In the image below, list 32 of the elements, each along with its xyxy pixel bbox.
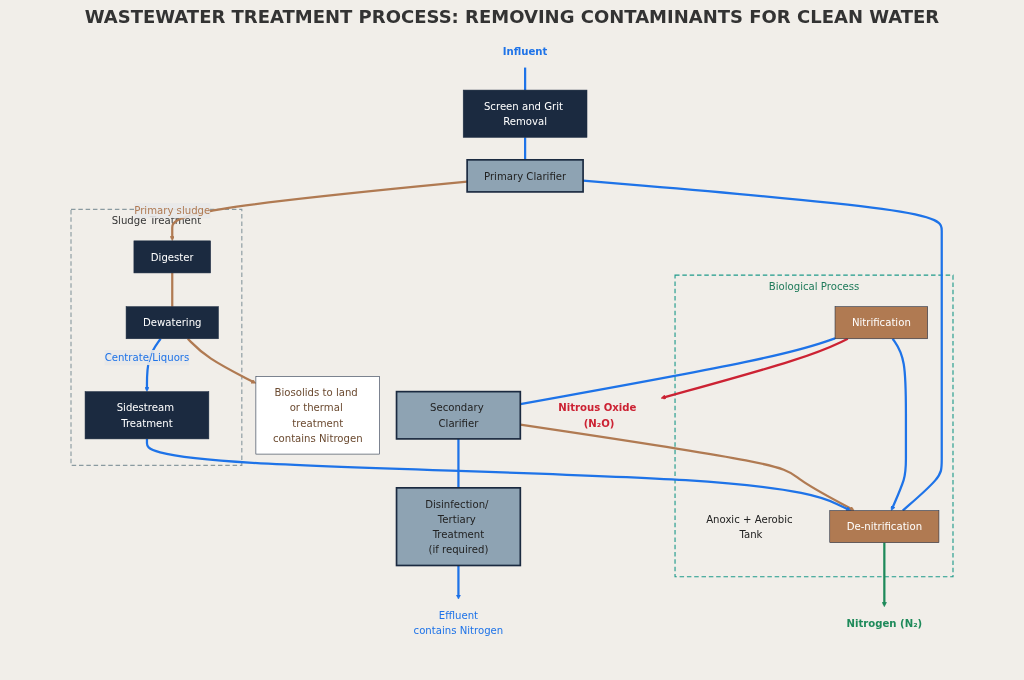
node-box: Digester [133,240,211,274]
connector [524,137,527,160]
node-box: Sidestream Treatment [84,391,210,440]
connector [524,67,527,91]
node-text: Nitrous Oxide (N₂O) [558,401,637,429]
arrow [660,337,849,400]
node-box: Primary Clarifier [466,159,584,193]
node-text: Effluent contains Nitrogen [413,609,504,637]
edge-label: Centrate/Liquors [104,351,190,364]
connector [520,337,836,406]
edge-label: Primary sludge [134,204,211,217]
diagram-title: WASTEWATER TREATMENT PROCESS: REMOVING CONTAMINANTS FOR CLEAN WATER [83,6,941,27]
arrow [520,423,855,511]
node-text: Nitrogen (N₂) [846,616,923,629]
arrow [881,542,887,608]
connector [171,272,174,307]
node-text: Anoxic + Aerobic Tank [706,513,793,541]
node-text: Influent [502,45,548,58]
arrow [145,438,852,511]
connector [583,179,943,512]
node-box: De-nitrification [829,510,940,543]
arrow [187,337,257,384]
node-box: Screen and Grit Removal [462,89,588,138]
node-box: Biosolids to land or thermal treatment contains Nitrogen [255,376,380,455]
node-box: Disinfection/ Tertiary Treatment (if required) [395,487,522,567]
node-box: Secondary Clarifier [395,390,522,440]
arrow [890,338,908,511]
connector [457,438,460,488]
arrow [169,180,468,242]
arrow [455,565,461,600]
node-box: Nitrification [834,306,928,340]
node-box: Dewatering [125,306,219,340]
